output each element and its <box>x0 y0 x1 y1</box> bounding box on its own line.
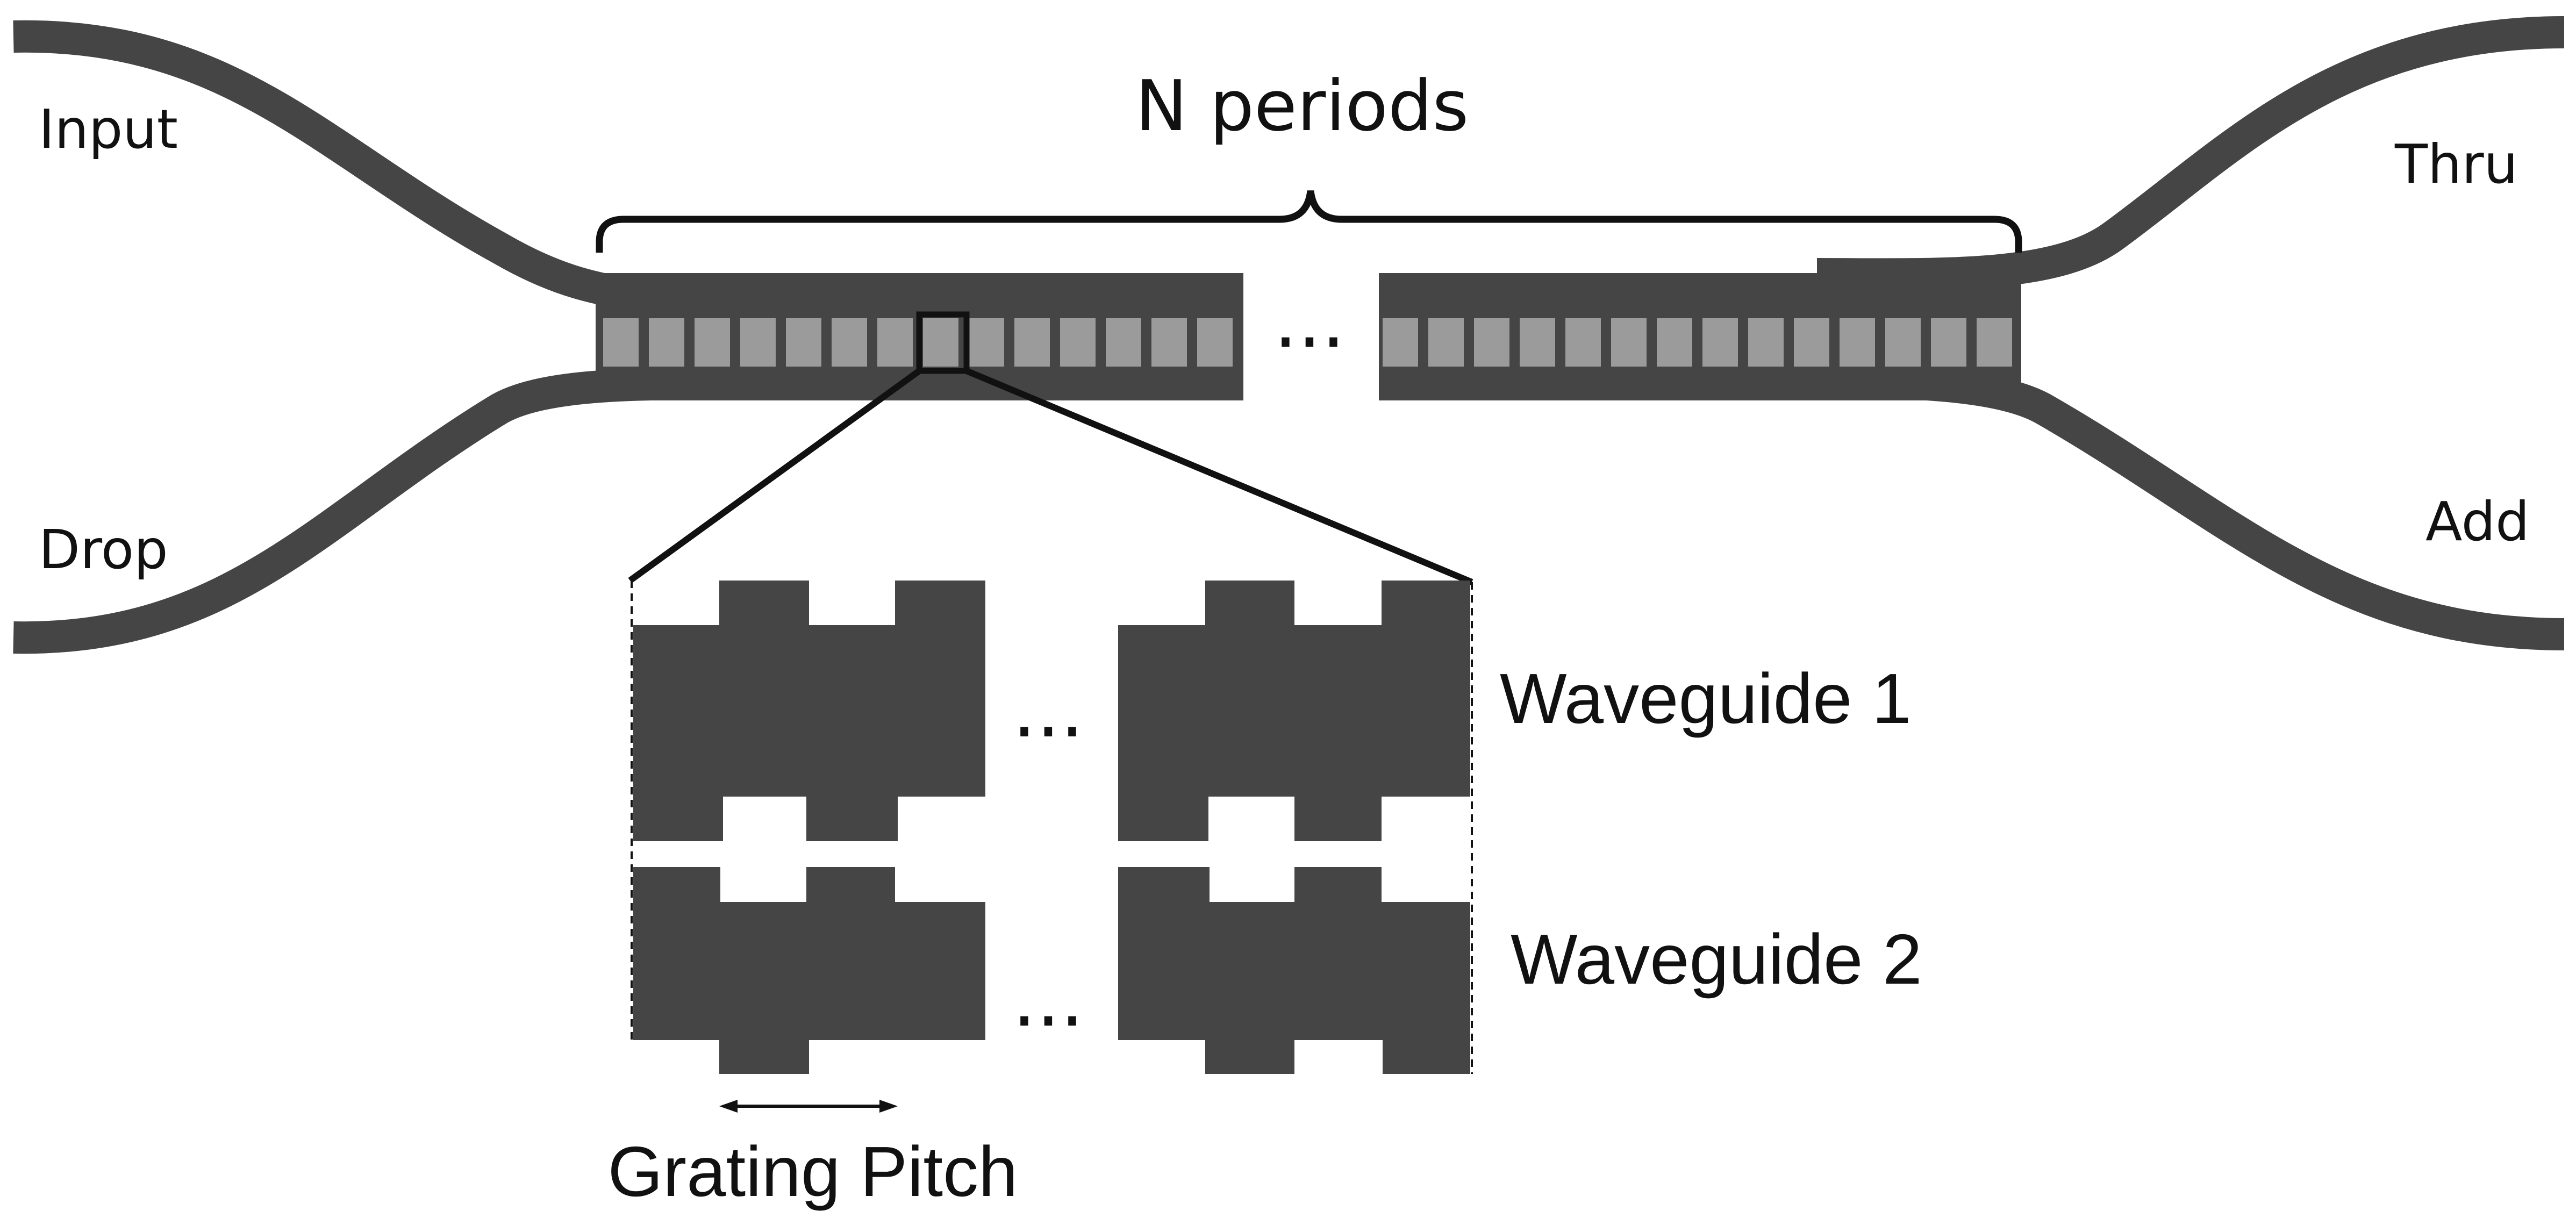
drop-label: Drop <box>39 518 168 581</box>
grating-teeth-right <box>1383 318 2012 367</box>
waveguide-2-label: Waveguide 2 <box>1511 920 1922 999</box>
grating-tooth <box>1151 318 1187 367</box>
zoomed-waveguide-1 <box>633 581 1470 841</box>
add-label: Add <box>2425 490 2530 553</box>
grating-tooth <box>1383 318 1418 367</box>
grating-tooth <box>1657 318 1692 367</box>
grating-tooth <box>1840 318 1875 367</box>
coupler-region: ... <box>596 273 2021 400</box>
waveguide-1-segment-left <box>633 581 985 841</box>
grating-tooth <box>1014 318 1050 367</box>
grating-tooth <box>1611 318 1647 367</box>
grating-tooth <box>1520 318 1555 367</box>
arrowhead-left <box>719 1100 738 1113</box>
waveguide-1-segment-right <box>1118 581 1470 841</box>
grating-tooth <box>1931 318 1966 367</box>
input-label: Input <box>39 98 178 161</box>
drop-waveguide <box>13 368 785 654</box>
grating-tooth <box>603 318 639 367</box>
grating-pitch-label: Grating Pitch <box>608 1132 1018 1211</box>
zoom-dashed-edges <box>631 581 1473 1074</box>
zoom-projection-lines <box>628 368 1473 585</box>
n-periods-label: N periods <box>1135 65 1469 147</box>
grating-tooth <box>786 318 821 367</box>
waveguide-1-ellipsis: ... <box>1012 667 1084 755</box>
grating-tooth <box>969 318 1004 367</box>
grating-tooth <box>1106 318 1141 367</box>
waveguide-2-segment-left <box>633 867 985 1074</box>
zoom-highlight-box <box>916 311 970 374</box>
grating-tooth <box>1428 318 1464 367</box>
grating-tooth <box>1702 318 1738 367</box>
grating-tooth <box>1060 318 1096 367</box>
grating-tooth <box>1794 318 1829 367</box>
grating-pitch-arrow <box>719 1100 898 1113</box>
grating-tooth <box>1748 318 1784 367</box>
waveguide-1-label: Waveguide 1 <box>1500 659 1912 738</box>
coupler-ellipsis: ... <box>1273 277 1346 365</box>
n-periods-brace <box>596 190 2022 253</box>
zoom-line-right <box>965 368 1473 585</box>
grating-tooth <box>1474 318 1509 367</box>
grating-tooth <box>649 318 684 367</box>
waveguide-2-segment-right <box>1118 867 1470 1074</box>
grating-tooth <box>1977 318 2012 367</box>
grating-tooth <box>923 318 958 367</box>
zoom-line-left <box>628 368 921 583</box>
grating-tooth <box>877 318 913 367</box>
grating-tooth <box>1565 318 1601 367</box>
grating-tooth <box>832 318 867 367</box>
waveguide-2-ellipsis: ... <box>1012 956 1084 1044</box>
grating-tooth <box>1197 318 1233 367</box>
zoomed-waveguide-2 <box>633 867 1470 1074</box>
arrowhead-right <box>879 1100 898 1113</box>
grating-teeth-left <box>603 318 1233 367</box>
grating-tooth <box>695 318 730 367</box>
grating-tooth <box>1885 318 1921 367</box>
input-waveguide <box>13 20 626 309</box>
thru-label: Thru <box>2394 133 2518 196</box>
grating-tooth <box>740 318 776 367</box>
